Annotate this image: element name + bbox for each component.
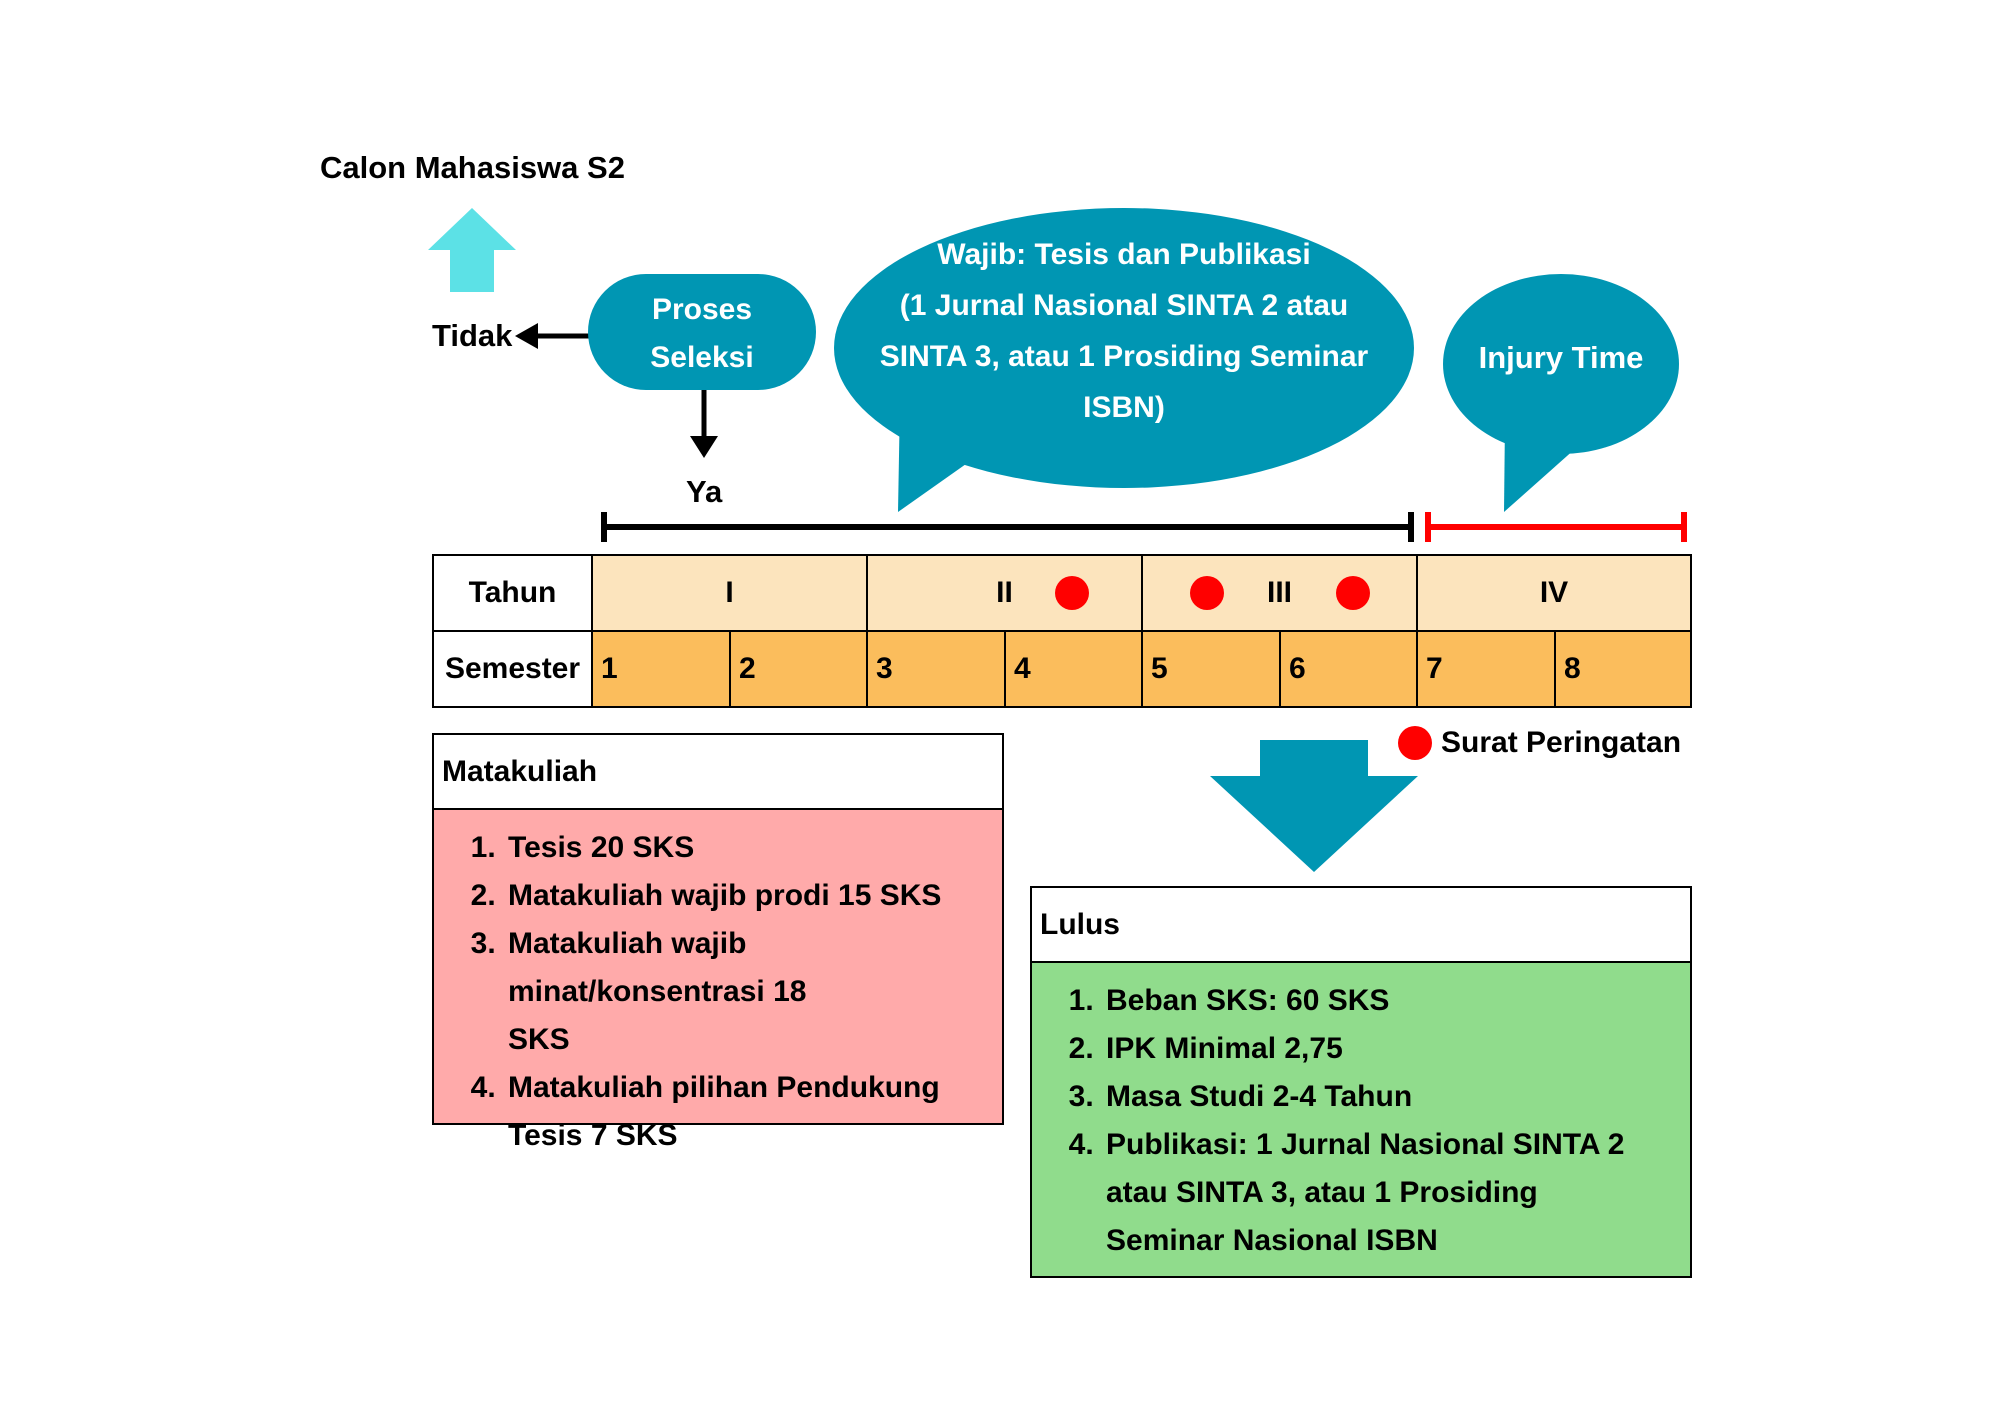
wajib-line-1: Wajib: Tesis dan Publikasi — [937, 238, 1311, 271]
warning-dot — [1336, 576, 1370, 610]
down-arrow-icon — [1210, 740, 1418, 872]
warning-dot — [1055, 576, 1089, 610]
proses-seleksi-line-2: Seleksi — [650, 341, 754, 374]
semester-cell: 8 — [1554, 630, 1692, 708]
tidak-arrow-head-icon — [515, 323, 538, 349]
lulus-item: IPK Minimal 2,75 — [1102, 1025, 1650, 1073]
legend-label: Surat Peringatan — [1441, 726, 1682, 759]
wajib-line-4: ISBN) — [1083, 391, 1165, 424]
matakuliah-item: Matakuliah wajib prodi 15 SKS — [504, 872, 982, 920]
matakuliah-title: Matakuliah — [434, 735, 1002, 810]
proses-seleksi-bubble — [588, 274, 816, 390]
semester-header: Semester — [432, 630, 593, 708]
year-cell: IV — [1416, 554, 1692, 632]
wajib-text: Wajib: Tesis dan Publikasi (1 Jurnal Nas… — [844, 229, 1404, 433]
matakuliah-box: Matakuliah Tesis 20 SKS Matakuliah wajib… — [432, 733, 1004, 1152]
tidak-label: Tidak — [432, 318, 513, 353]
lulus-item: Beban SKS: 60 SKS — [1102, 977, 1650, 1025]
up-arrow-icon — [428, 208, 516, 292]
wajib-line-3: SINTA 3, atau 1 Prosiding Seminar — [879, 340, 1369, 373]
proses-seleksi-line-1: Proses — [651, 293, 753, 326]
matakuliah-list: Tesis 20 SKS Matakuliah wajib prodi 15 S… — [434, 810, 1002, 1160]
lulus-item: Publikasi: 1 Jurnal Nasional SINTA 2 ata… — [1102, 1121, 1650, 1265]
study-period-line — [601, 512, 1414, 542]
calon-mahasiswa-label: Calon Mahasiswa S2 — [320, 150, 625, 185]
warning-dot — [1190, 576, 1224, 610]
wajib-speech-bubble — [834, 208, 1414, 512]
injury-speech-bubble — [1443, 274, 1679, 512]
year-cell: II — [866, 554, 1143, 632]
semester-cell: 1 — [591, 630, 731, 708]
matakuliah-item: Matakuliah wajib minat/konsentrasi 18 SK… — [504, 920, 982, 1064]
injury-period-line — [1425, 512, 1687, 542]
lulus-title: Lulus — [1032, 888, 1690, 963]
matakuliah-item: Tesis 20 SKS — [504, 824, 982, 872]
wajib-line-2: (1 Jurnal Nasional SINTA 2 atau — [899, 289, 1349, 322]
tahun-header: Tahun — [432, 554, 593, 632]
semester-cell: 5 — [1141, 630, 1281, 708]
matakuliah-item: Matakuliah pilihan Pendukung Tesis 7 SKS — [504, 1064, 982, 1160]
lulus-list: Beban SKS: 60 SKS IPK Minimal 2,75 Masa … — [1032, 963, 1690, 1265]
legend-warning-dot — [1398, 726, 1432, 760]
semester-cell: 7 — [1416, 630, 1556, 708]
lulus-item: Masa Studi 2-4 Tahun — [1102, 1073, 1650, 1121]
semester-cell: 4 — [1004, 630, 1143, 708]
lulus-box: Lulus Beban SKS: 60 SKS IPK Minimal 2,75… — [1030, 886, 1692, 1278]
ya-arrow-head-icon — [690, 436, 718, 458]
year-cell: III — [1141, 554, 1418, 632]
proses-seleksi-text: Proses Seleksi — [588, 286, 816, 382]
semester-cell: 3 — [866, 630, 1006, 708]
ya-label: Ya — [686, 474, 723, 509]
semester-cell: 2 — [729, 630, 868, 708]
injury-time-text: Injury Time — [1478, 340, 1644, 375]
year-cell: I — [591, 554, 868, 632]
semester-cell: 6 — [1279, 630, 1418, 708]
